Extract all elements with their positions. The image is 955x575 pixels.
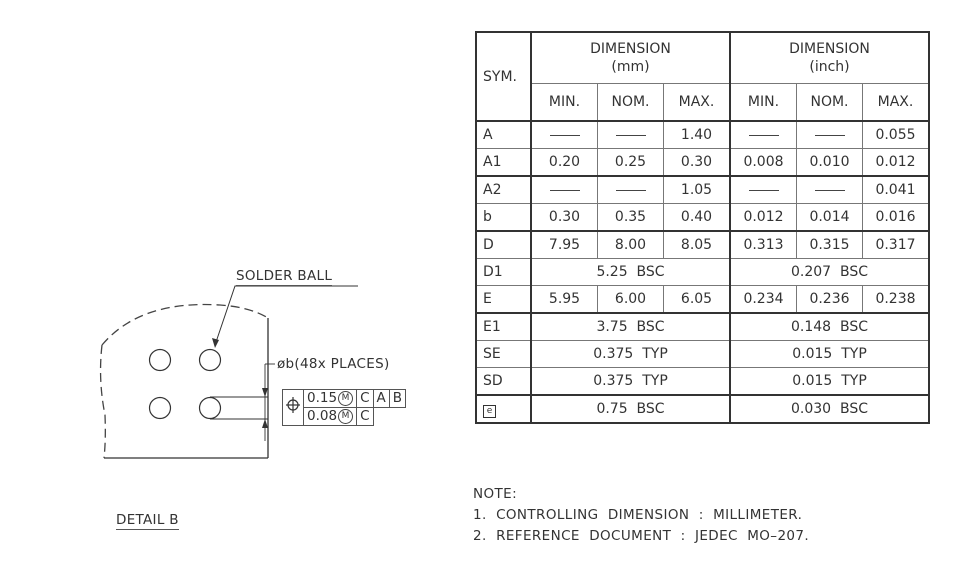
table-row: A 1.40 0.055: [475, 120, 930, 149]
package-outline-graphic: [99, 285, 358, 459]
note-item: 1. CONTROLLING DIMENSION : MILLIMETER.: [473, 507, 803, 523]
datum-c-2: C: [356, 407, 374, 426]
col-header: MIN.: [729, 83, 797, 122]
mm-group-header: DIMENSION(mm): [530, 31, 731, 84]
inch-group-header: DIMENSION(inch): [729, 31, 930, 84]
dash-icon: [549, 134, 580, 136]
ball-diameter-label: øb(48x PLACES): [277, 356, 390, 372]
dash-icon: [814, 134, 845, 136]
table-row: b 0.30 0.35 0.40 0.012 0.014 0.016: [475, 203, 930, 232]
dash-icon: [814, 189, 845, 191]
datum-b: B: [388, 389, 407, 408]
pitch-e-symbol-icon: e: [483, 404, 496, 418]
col-header: MAX.: [663, 83, 731, 122]
dash-icon: [615, 189, 646, 191]
mmc-modifier-icon: M: [338, 390, 354, 406]
dash-icon: [748, 189, 779, 191]
dash-icon: [615, 134, 646, 136]
col-header: NOM.: [796, 83, 863, 122]
mmc-modifier-icon: M: [338, 408, 354, 424]
table-row: A1 0.20 0.25 0.30 0.008 0.010 0.012: [475, 148, 930, 177]
table-row: e 0.75 BSC 0.030 BSC: [475, 394, 930, 424]
position-tolerance-icon: [282, 389, 304, 426]
col-header: NOM.: [597, 83, 664, 122]
solder-ball-label: SOLDER BALL: [236, 268, 333, 286]
sym-header: SYM.: [475, 31, 532, 122]
table-row: SE 0.375 TYP 0.015 TYP: [475, 340, 930, 368]
table-row: SD 0.375 TYP 0.015 TYP: [475, 367, 930, 396]
detail-title: DETAIL B: [116, 512, 179, 530]
dimension-table: SYM. DIMENSION(mm) DIMENSION(inch) MIN. …: [475, 31, 930, 424]
table-row: E1 3.75 BSC 0.148 BSC: [475, 312, 930, 341]
datum-c: C: [356, 389, 374, 408]
table-row: E 5.95 6.00 6.05 0.234 0.236 0.238: [475, 285, 930, 314]
note-item: 2. REFERENCE DOCUMENT : JEDEC MO–207.: [473, 528, 810, 544]
notes-heading: NOTE:: [473, 486, 518, 502]
dash-icon: [748, 134, 779, 136]
dash-icon: [549, 189, 580, 191]
table-row: D 7.95 8.00 8.05 0.313 0.315 0.317: [475, 230, 930, 259]
col-header: MAX.: [862, 83, 930, 122]
notes-block: NOTE: 1. CONTROLLING DIMENSION : MILLIME…: [473, 484, 809, 547]
table-row: A2 1.05 0.041: [475, 175, 930, 204]
col-header: MIN.: [530, 83, 598, 122]
table-row: D1 5.25 BSC 0.207 BSC: [475, 258, 930, 286]
datum-a: A: [372, 389, 390, 408]
